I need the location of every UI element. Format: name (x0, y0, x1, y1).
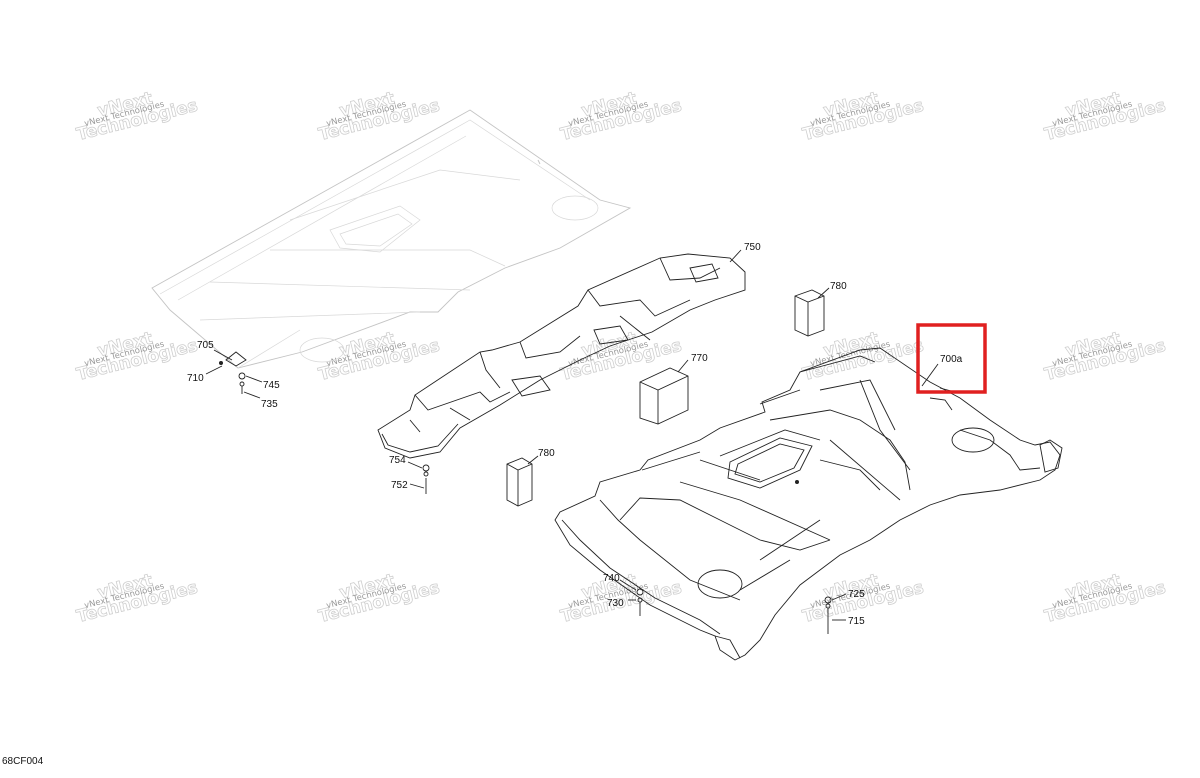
callout-labels: 750 780 780 770 700a 705 710 745 735 754… (187, 242, 963, 627)
fasteners (219, 351, 832, 634)
watermark: vNext Technologies vNext Technologies (558, 88, 684, 145)
callout-710: 710 (187, 373, 204, 384)
callout-715: 715 (848, 616, 865, 627)
watermark: vNext Technologies vNext Technologies (558, 328, 684, 385)
watermark: vNext Technologies vNext Technologies (800, 88, 926, 145)
watermark: vNext Technologies vNext Technologies (316, 328, 442, 385)
callout-730: 730 (607, 598, 624, 609)
watermark: vNext Technologies vNext Technologies (1042, 570, 1168, 627)
callout-752: 752 (391, 480, 408, 491)
part-780-foam-lower (506, 457, 533, 507)
watermark: vNext Technologies vNext Technologies (74, 570, 200, 627)
watermark: vNext Technologies vNext Technologies (316, 570, 442, 627)
callout-750: 750 (744, 242, 761, 253)
callout-725: 725 (848, 589, 865, 600)
drawing-code: 68CF004 (2, 756, 44, 767)
callout-754: 754 (389, 455, 406, 466)
part-770-foam (639, 367, 689, 425)
callout-705: 705 (197, 340, 214, 351)
callout-700a: 700a (940, 354, 963, 365)
watermark: vNext Technologies vNext Technologies (558, 570, 684, 627)
watermark: vNext Technologies vNext Technologies (800, 328, 926, 385)
ghost-reference-panel (151, 109, 632, 369)
leader-lines (205, 249, 939, 621)
callout-740: 740 (603, 573, 620, 584)
callout-780-upper: 780 (830, 281, 847, 292)
callout-735: 735 (261, 399, 278, 410)
callout-780-lower: 780 (538, 448, 555, 459)
watermark: vNext Technologies vNext Technologies (74, 328, 200, 385)
watermark: vNext Technologies vNext Technologies (1042, 88, 1168, 145)
watermark: vNext Technologies vNext Technologies (316, 88, 442, 145)
highlight-box-700a (916, 323, 987, 394)
watermark: vNext Technologies vNext Technologies (1042, 328, 1168, 385)
watermark: vNext Technologies vNext Technologies (74, 88, 200, 145)
callout-770: 770 (691, 353, 708, 364)
part-700a-panel (554, 347, 1063, 661)
callout-745: 745 (263, 380, 280, 391)
fastener-hole (795, 480, 799, 484)
part-750-bracket (377, 253, 746, 459)
